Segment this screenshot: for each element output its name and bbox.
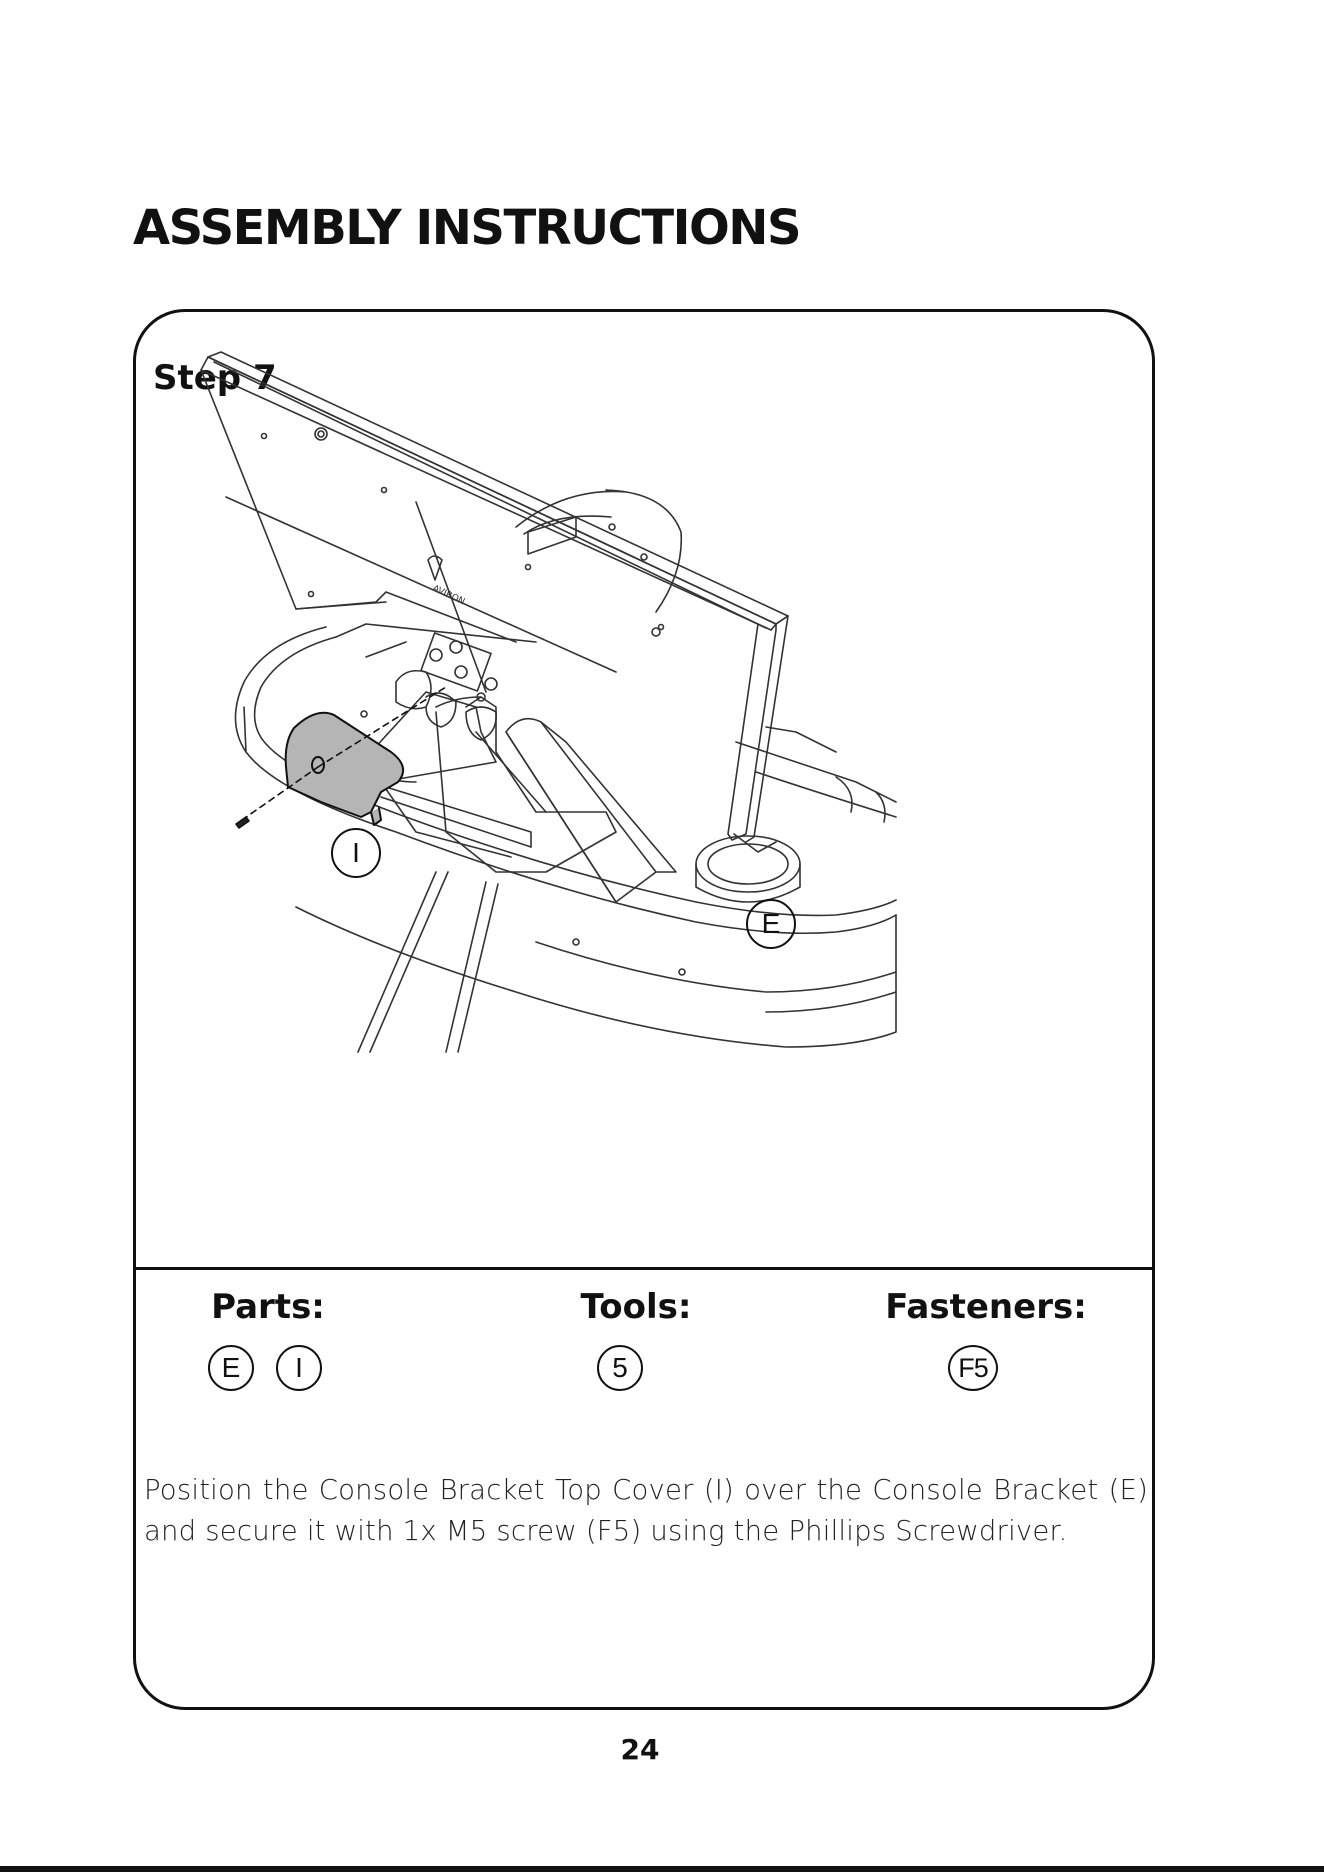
post-cup [696,836,800,902]
parts-heading: Parts: [168,1287,368,1327]
fastener-badge-f5: F5 [948,1345,998,1391]
part-badge-e: E [208,1345,254,1391]
bottom-rule [0,1866,1324,1872]
top-cover-part [286,713,403,825]
fasteners-heading: Fasteners: [846,1287,1126,1327]
tools-heading: Tools: [516,1287,756,1327]
callout-console-bracket: E [746,899,796,949]
assembly-illustration: AVIRON [136,312,1155,1267]
base-channel [381,787,531,847]
callout-top-cover: I [331,828,381,878]
support-arm [506,719,676,902]
page-number: 24 [0,1733,1280,1766]
step-card: Step 7 [133,309,1155,1710]
section-divider [136,1267,1152,1270]
page-title: ASSEMBLY INSTRUCTIONS [133,200,800,256]
tool-badge-5: 5 [597,1345,643,1391]
svg-text:AVIRON: AVIRON [431,584,466,608]
base-tray [235,624,896,1047]
instruction-text: Position the Console Bracket Top Cover (… [144,1470,1148,1552]
part-badge-i: I [276,1345,322,1391]
console-bracket [366,633,616,872]
